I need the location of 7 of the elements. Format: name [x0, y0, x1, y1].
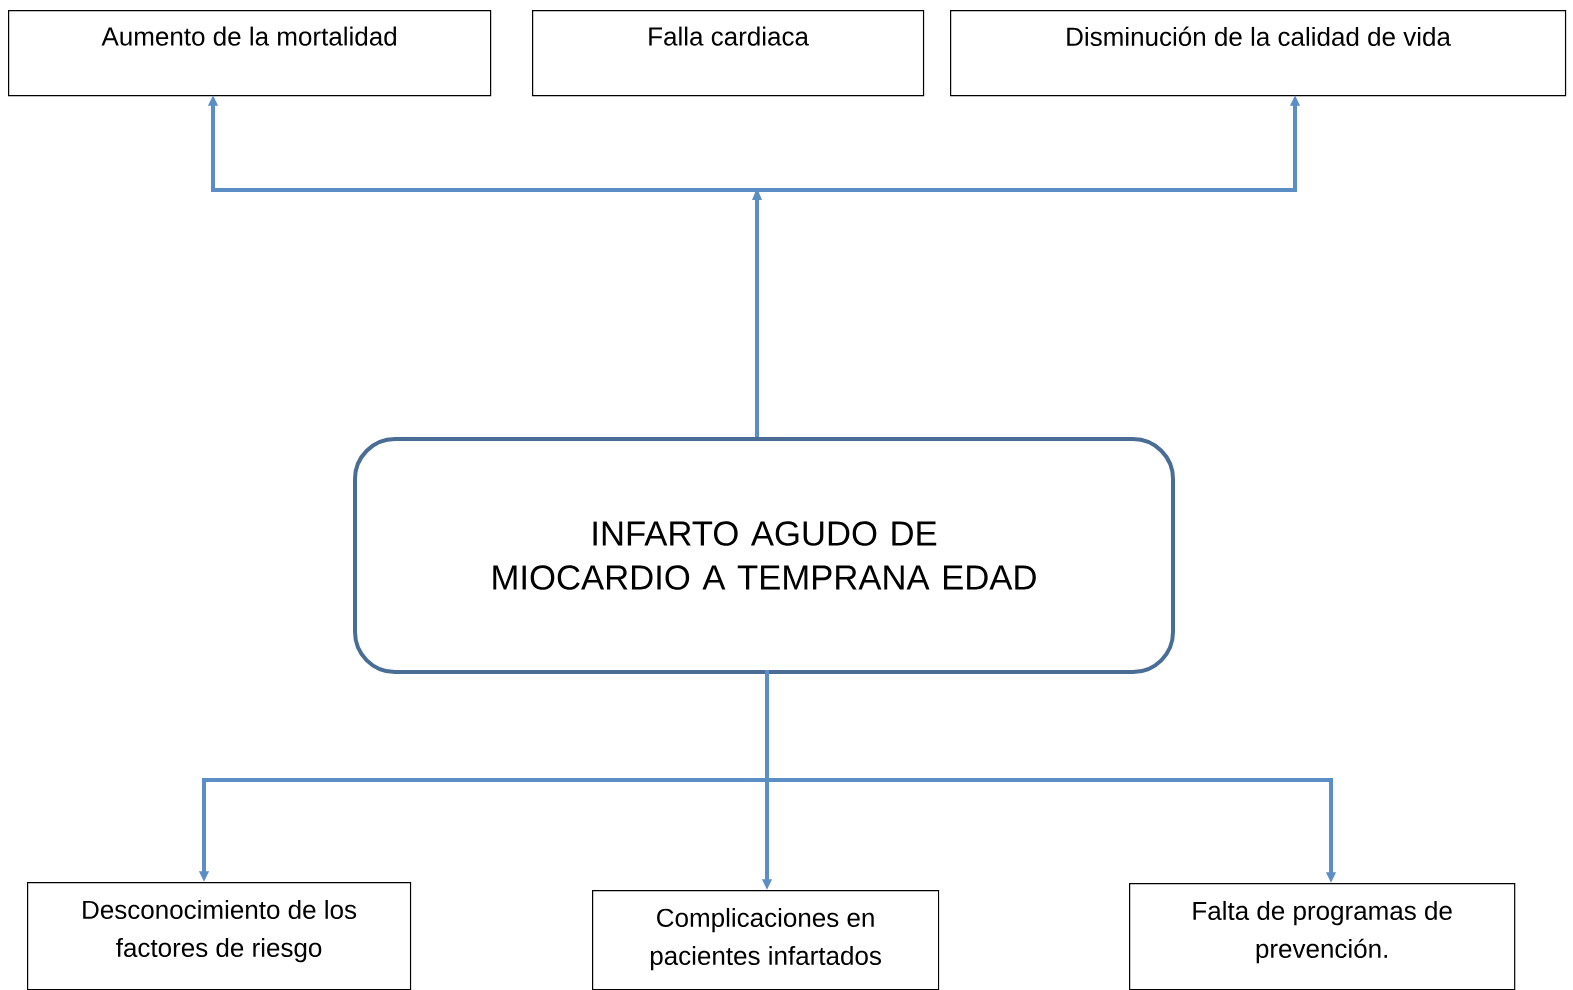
- cause-box: Falta de programas de prevención.: [1129, 883, 1516, 990]
- central-problem-box: INFARTO AGUDO DE MIOCARDIO A TEMPRANA EDAD: [353, 437, 1175, 675]
- effect-box: Disminución de la calidad de vida: [950, 10, 1567, 97]
- cause-box: Complicaciones en pacientes infartados: [592, 890, 940, 990]
- effect-box: Aumento de la mortalidad: [8, 10, 492, 97]
- effect-box: Falla cardiaca: [532, 10, 925, 97]
- cause-box: Desconocimiento de los factores de riesgo: [27, 882, 412, 990]
